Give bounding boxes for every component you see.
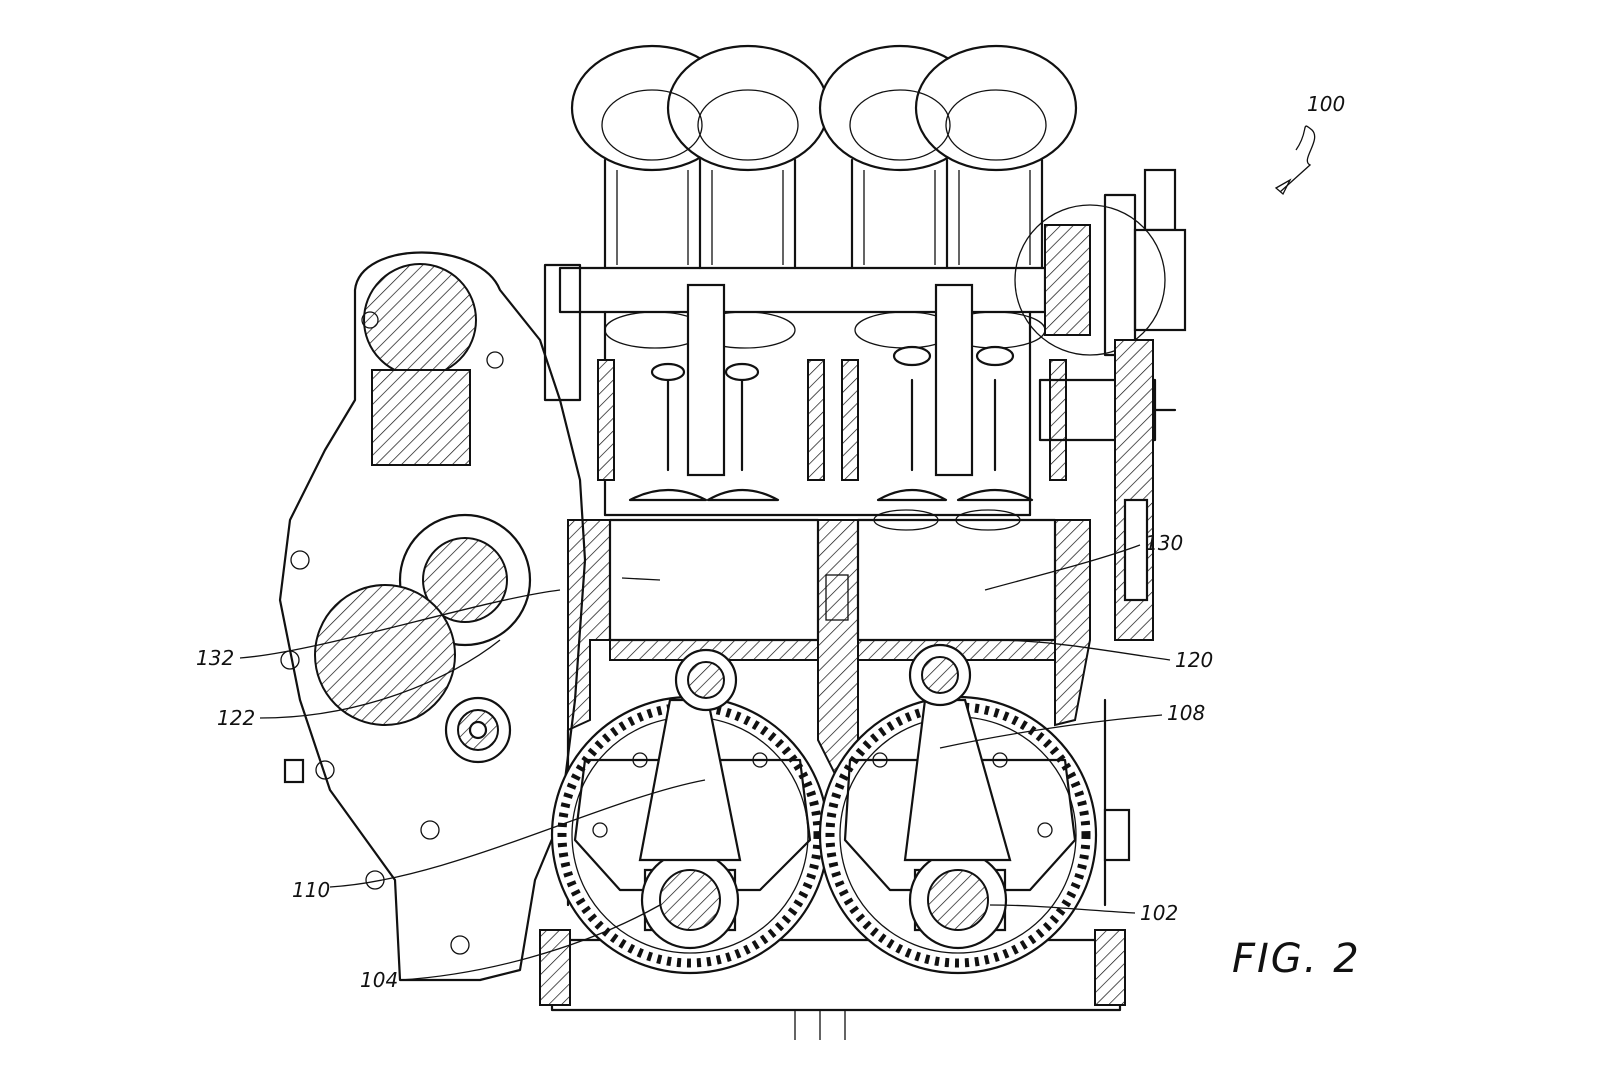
- ref-numeral-132: 132: [196, 646, 234, 670]
- leader-lines: [239, 125, 1316, 981]
- crank-gear-right: [818, 643, 1098, 975]
- ref-numeral-110: 110: [292, 878, 330, 902]
- ref-numeral-108: 108: [1167, 701, 1205, 725]
- ref-numeral-104: 104: [360, 968, 398, 992]
- ref-numeral-102: 102: [1140, 901, 1178, 925]
- side-housing: [278, 251, 587, 982]
- intake-trumpets: [570, 44, 1078, 270]
- ref-numeral-100: 100: [1307, 92, 1345, 116]
- crank-gear-left: [550, 648, 830, 975]
- cylinder-head: [543, 263, 1067, 531]
- timing-drive: [1014, 168, 1187, 641]
- crankcase: [539, 518, 1131, 1040]
- ref-numeral-120: 120: [1175, 648, 1213, 672]
- figure-caption: FIG. 2: [1232, 936, 1361, 982]
- ref-numeral-122: 122: [217, 706, 255, 730]
- ref-numeral-130: 130: [1145, 531, 1183, 555]
